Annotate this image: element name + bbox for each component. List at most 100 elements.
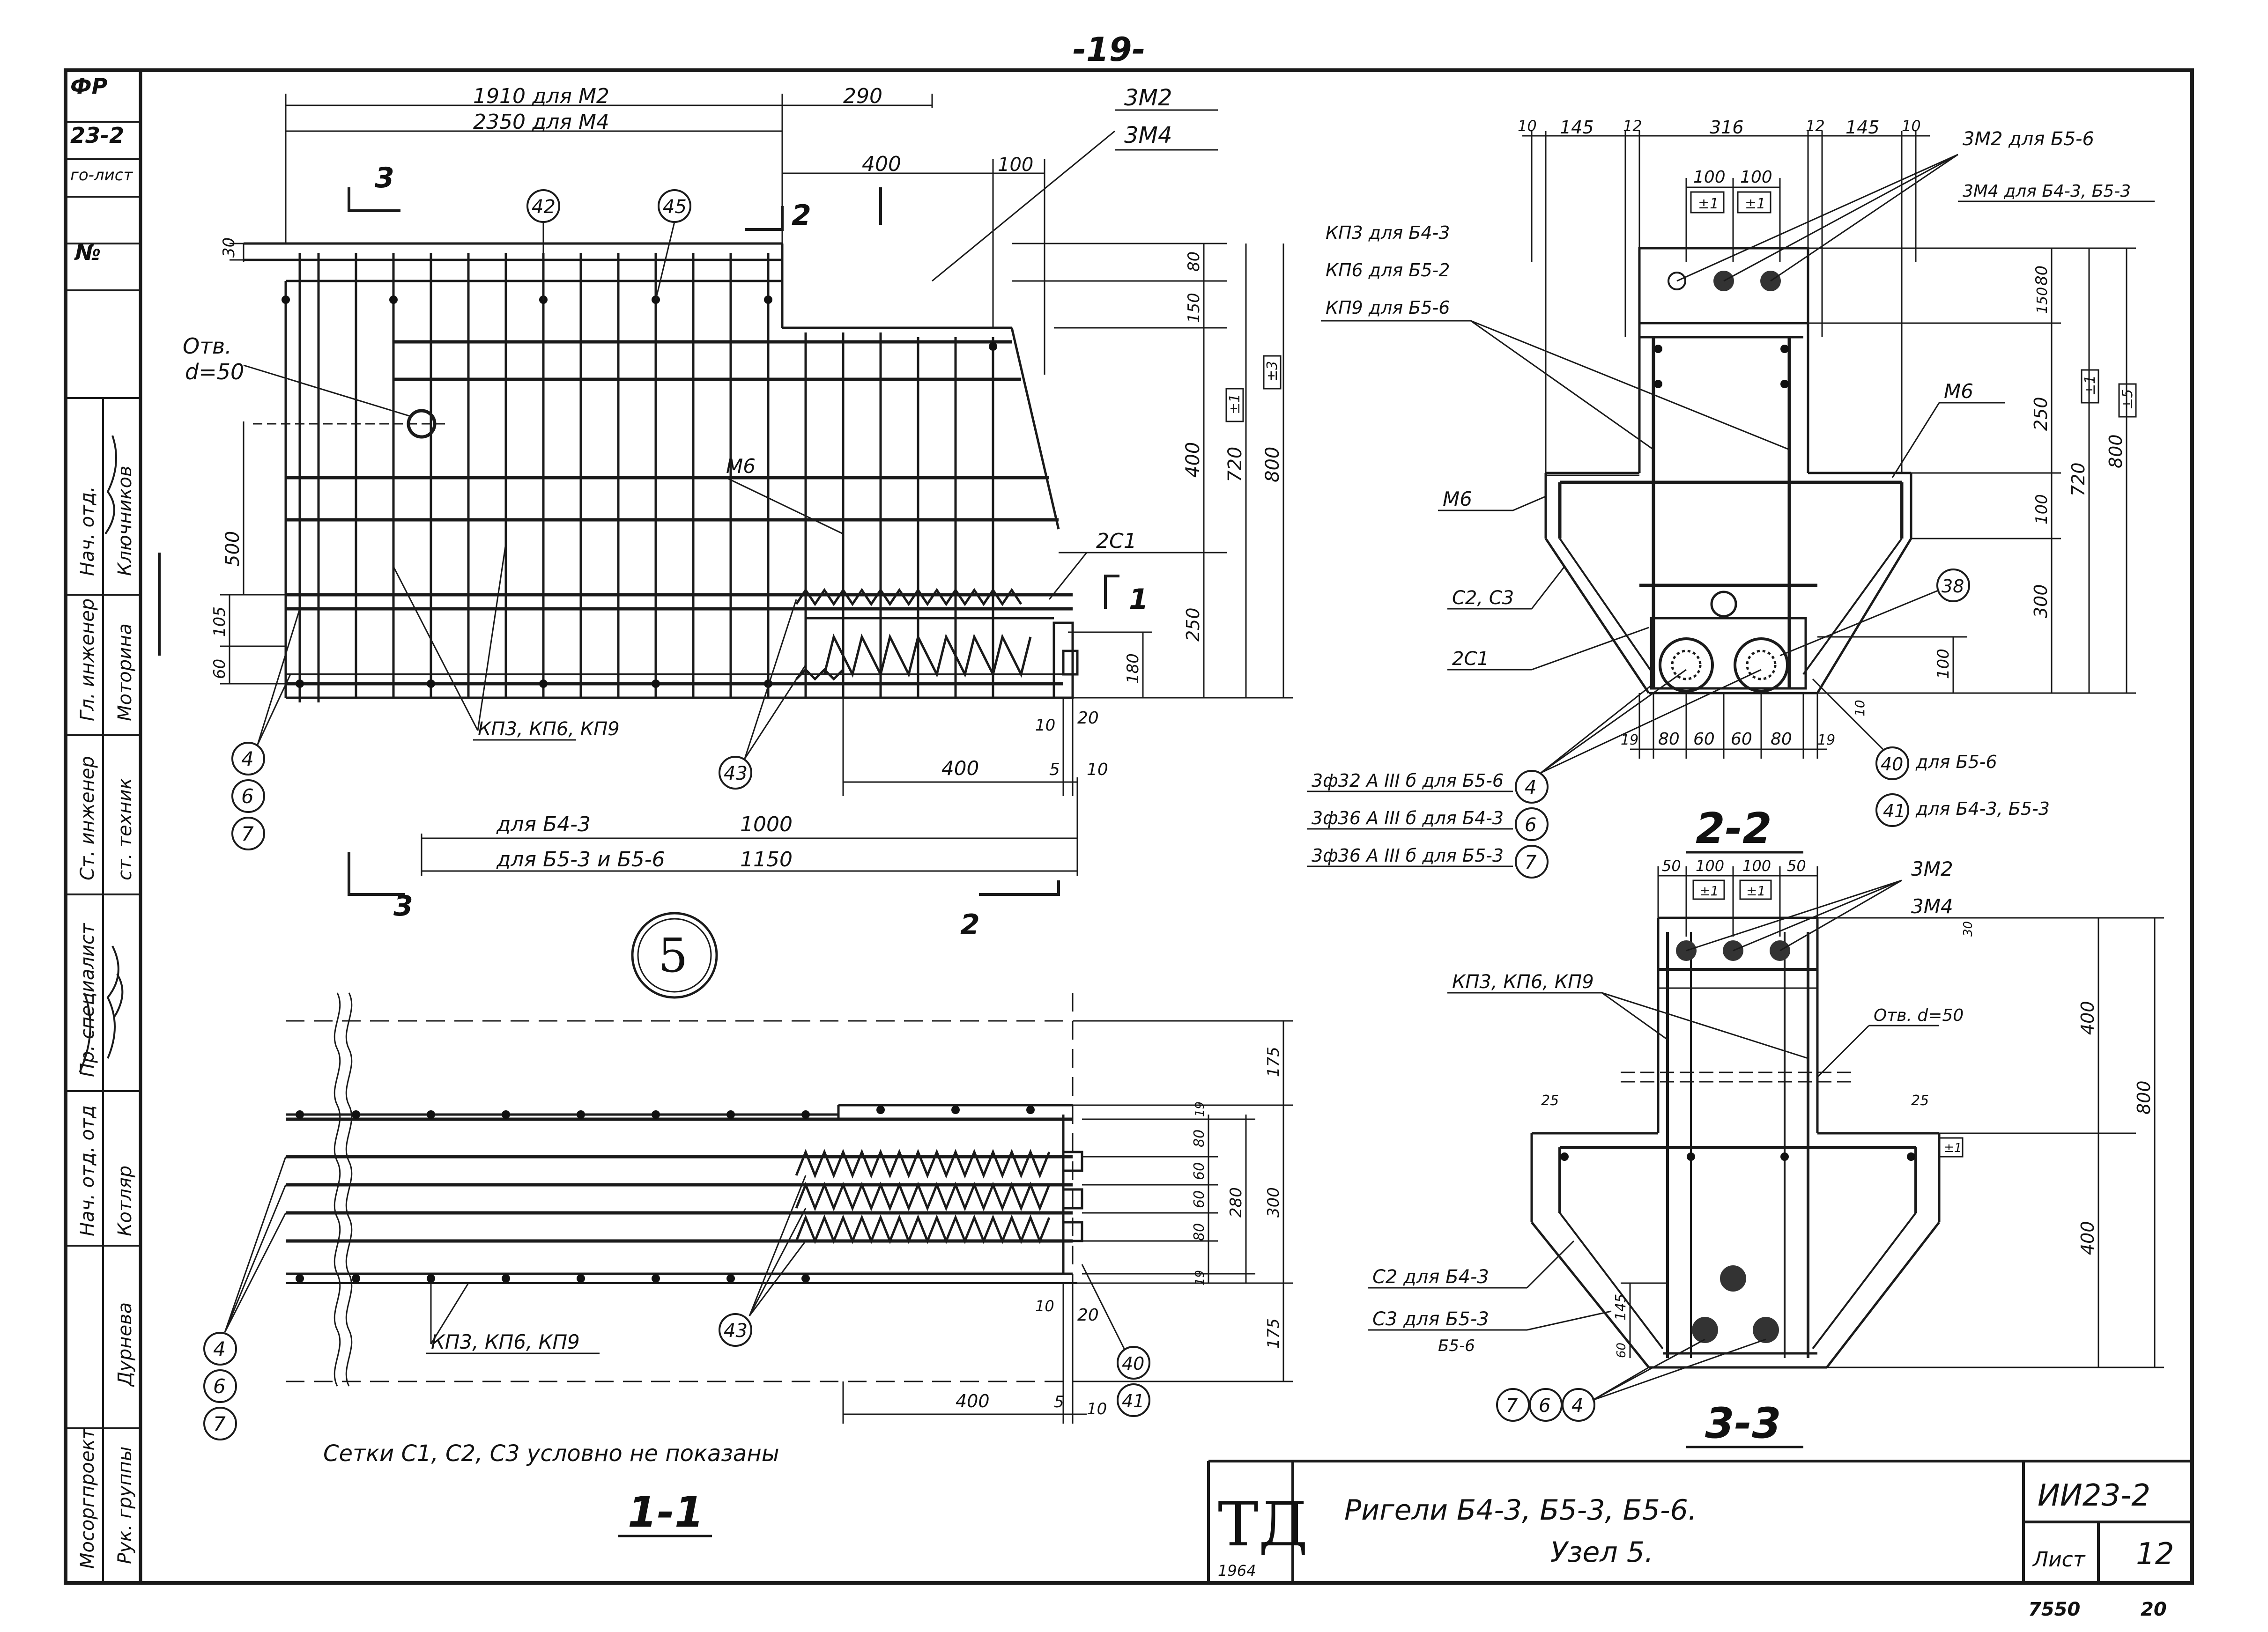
svg-text:41: 41 xyxy=(1122,1391,1144,1411)
stirrup22-kp3: КП3 для Б4-3 xyxy=(1326,222,1450,243)
svg-text:45: 45 xyxy=(663,196,687,218)
dim-left-500: 500 xyxy=(222,531,244,567)
dim11-19b: 19 xyxy=(1193,1270,1207,1285)
doc-series: 23-2 xyxy=(70,123,124,148)
dim-2350: 2350 для М4 xyxy=(473,110,609,134)
dim-bottom-400: 400 xyxy=(941,757,979,780)
page-number: -19- xyxy=(1073,30,1146,69)
svg-text:4: 4 xyxy=(1571,1395,1583,1417)
spiral-coils xyxy=(795,588,1032,681)
dim11-b-400: 400 xyxy=(956,1391,990,1411)
dim22-145b: 145 xyxy=(1846,117,1880,138)
name-4: Котляр xyxy=(114,1166,136,1236)
doc-number-label: № xyxy=(74,240,101,265)
right22-note-2: для Б4-3, Б5-3 xyxy=(1915,798,2050,819)
name-2: Моторина xyxy=(114,623,136,721)
view-5-elevation: Отв. d=50 1910 для М2 2350 для М4 290 40… xyxy=(158,84,1293,999)
dim22-r-800: 800 xyxy=(2105,434,2126,468)
dim33-100a: 100 xyxy=(1696,857,1724,875)
node-number-circle xyxy=(631,912,718,999)
dim33-800: 800 xyxy=(2134,1080,2154,1115)
dim11-b-5: 5 xyxy=(1054,1393,1064,1411)
svg-text:6: 6 xyxy=(213,1375,226,1398)
dim-right-180: 180 xyxy=(1124,653,1142,684)
role-6: Мосоргпроект xyxy=(77,1427,98,1569)
section-mark-3-bottom: 3 xyxy=(393,890,413,923)
dim22-10b: 10 xyxy=(1902,117,1921,135)
dim-right-150: 150 xyxy=(1185,293,1203,323)
tol33-a: ±1 xyxy=(1699,883,1719,899)
callouts22-rebar: 4 6 7 xyxy=(1515,669,1762,879)
dim11-19a: 19 xyxy=(1193,1101,1207,1117)
svg-text:43: 43 xyxy=(724,1320,748,1342)
section-mark-2-top: 2 xyxy=(792,199,811,232)
svg-text:38: 38 xyxy=(1942,576,1964,597)
dim-right-720: 720 xyxy=(1224,447,1246,482)
svg-text:41: 41 xyxy=(1883,801,1905,821)
title-line-2: Узел 5. xyxy=(1550,1536,1653,1569)
role-2: Гл. инженер xyxy=(77,598,98,721)
bar-label-3m4: 3М4 xyxy=(1124,122,1172,148)
section-title-1-1: 1-1 xyxy=(628,1488,704,1537)
label-m6: М6 xyxy=(726,455,756,478)
dim-400: 400 xyxy=(862,152,901,176)
length-b43-label: для Б4-3 xyxy=(496,812,591,836)
spiral-coils-1-1 xyxy=(795,1149,1051,1244)
svg-text:7: 7 xyxy=(1506,1395,1518,1417)
dim22-b-80a: 80 xyxy=(1658,730,1680,749)
name-3: ст. техник xyxy=(114,778,136,880)
callout11-43: 43 xyxy=(719,1175,807,1347)
callouts11-left: 4 6 7 xyxy=(203,1156,287,1440)
section-mark-3-top: 3 xyxy=(375,162,394,194)
dim-bottom-10: 10 xyxy=(1035,716,1055,735)
role-3: Ст. инженер xyxy=(77,756,98,880)
doc-code: ФР xyxy=(70,74,108,99)
title-year: 1964 xyxy=(1218,1562,1256,1580)
label22-2c1: 2С1 xyxy=(1452,648,1489,670)
tol22-a: ±1 xyxy=(1698,196,1719,212)
dim22-100b: 100 xyxy=(1740,168,1772,187)
tol22-r-5: ±5 xyxy=(2120,389,2136,410)
view-2-2-section: 10 145 12 316 12 145 10 100 100 ±1 ±1 3М… xyxy=(1307,117,2155,879)
title-line-1: Ригели Б4-3, Б5-3, Б5-6. xyxy=(1344,1494,1697,1527)
dim11-175b: 175 xyxy=(1264,1318,1283,1349)
bar-label-3m2: 3М2 xyxy=(1124,85,1172,111)
dim-bottom-10b: 10 xyxy=(1087,760,1108,779)
dim33-400a: 400 xyxy=(2077,1001,2098,1035)
dim22-316: 316 xyxy=(1710,117,1744,138)
label-2c1: 2С1 xyxy=(1096,529,1137,553)
dim22-12b: 12 xyxy=(1806,117,1825,135)
dim22-r-100b: 100 xyxy=(1934,649,1953,679)
label22-m6-left: М6 xyxy=(1443,487,1472,510)
hole-diameter: d=50 xyxy=(185,359,244,384)
footer-right: 20 xyxy=(2141,1599,2167,1620)
svg-text:4: 4 xyxy=(213,1337,226,1360)
stirrup22-kp9: КП9 для Б5-6 xyxy=(1326,297,1450,318)
svg-text:7: 7 xyxy=(1525,852,1537,873)
name-6: Рук. группы xyxy=(114,1447,136,1564)
dim11-280: 280 xyxy=(1227,1187,1245,1218)
callout-43: 43 xyxy=(719,599,807,790)
dim-left-30: 30 xyxy=(220,237,238,258)
tol-pm3: ±3 xyxy=(1264,361,1281,382)
dim-right-250: 250 xyxy=(1183,607,1203,642)
rebar22-note-1: 3ф32 А III б для Б5-6 xyxy=(1312,770,1504,791)
svg-text:6: 6 xyxy=(1539,1395,1550,1417)
dim33-400b: 400 xyxy=(2077,1221,2098,1255)
mesh33-c3: С3 для Б5-3 xyxy=(1372,1308,1489,1330)
dim22-r-250: 250 xyxy=(2031,397,2051,431)
dim-1910: 1910 для М2 xyxy=(473,84,609,108)
sheet-number: 12 xyxy=(2136,1537,2174,1572)
dim33-30: 30 xyxy=(1961,921,1975,937)
length-b5-value: 1150 xyxy=(740,848,793,871)
dim22-b-80b: 80 xyxy=(1771,730,1792,749)
tol-pm1: ±1 xyxy=(1227,394,1243,414)
svg-text:4: 4 xyxy=(241,747,254,770)
callout22-38: 38 xyxy=(1779,569,1970,657)
stirrups11-label: КП3, КП6, КП9 xyxy=(431,1330,580,1353)
dim33-100b: 100 xyxy=(1742,857,1771,875)
dim33-25a: 25 xyxy=(1541,1093,1559,1109)
mesh33-c3b: Б5-6 xyxy=(1438,1337,1475,1355)
callouts33: 7 6 4 xyxy=(1496,1338,1766,1422)
svg-text:40: 40 xyxy=(1881,754,1903,775)
